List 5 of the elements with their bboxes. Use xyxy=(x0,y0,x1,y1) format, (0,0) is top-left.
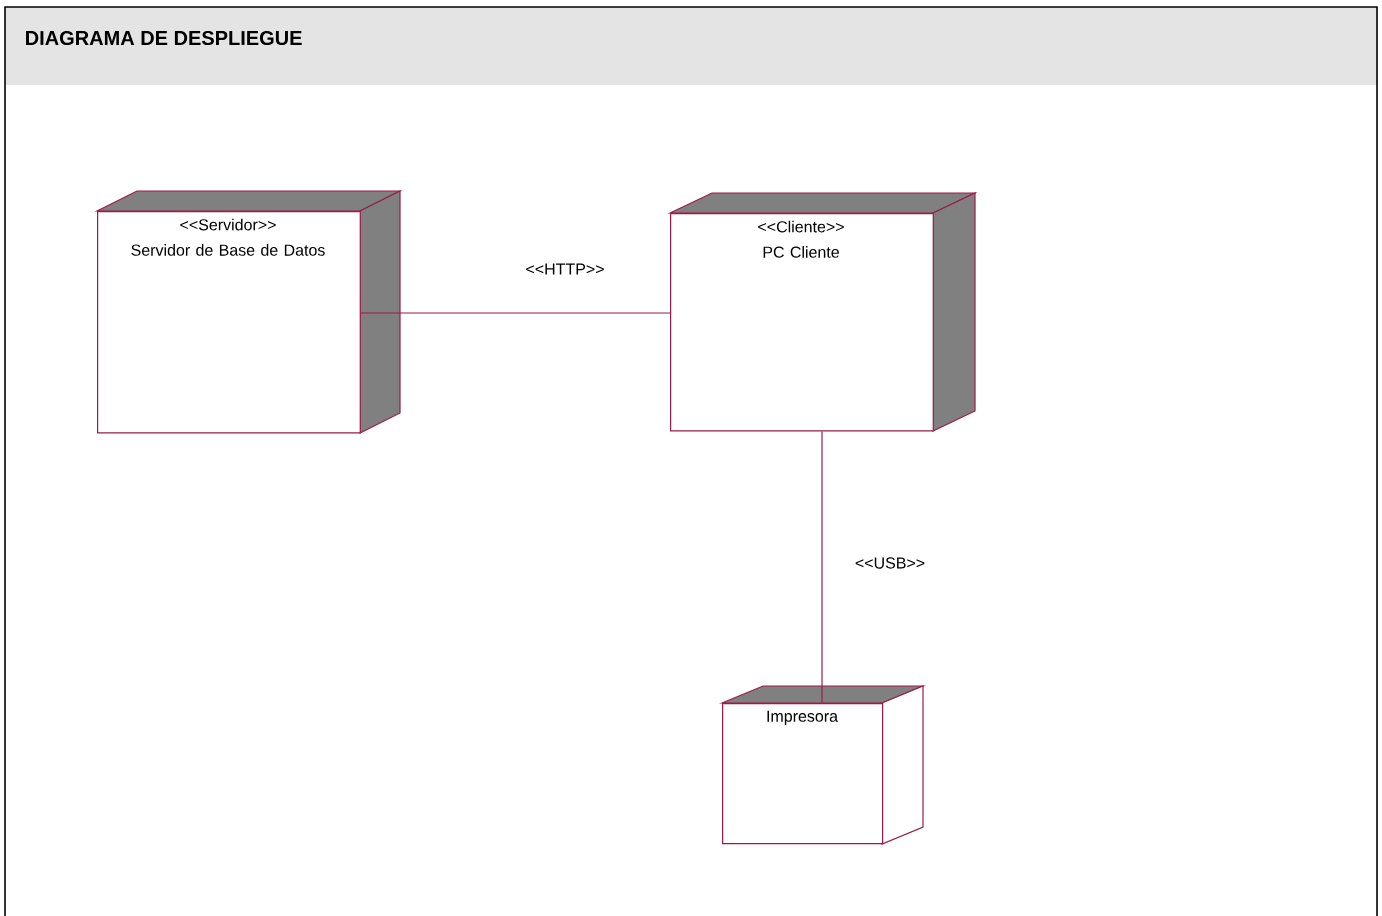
connector xyxy=(360,312,671,314)
title: DIAGRAMA DE DESPLIEGUE xyxy=(26,30,302,46)
connector xyxy=(821,430,823,704)
edge-label: <<HTTP>> xyxy=(524,262,606,276)
edge-label: <<USB>> xyxy=(853,556,927,570)
